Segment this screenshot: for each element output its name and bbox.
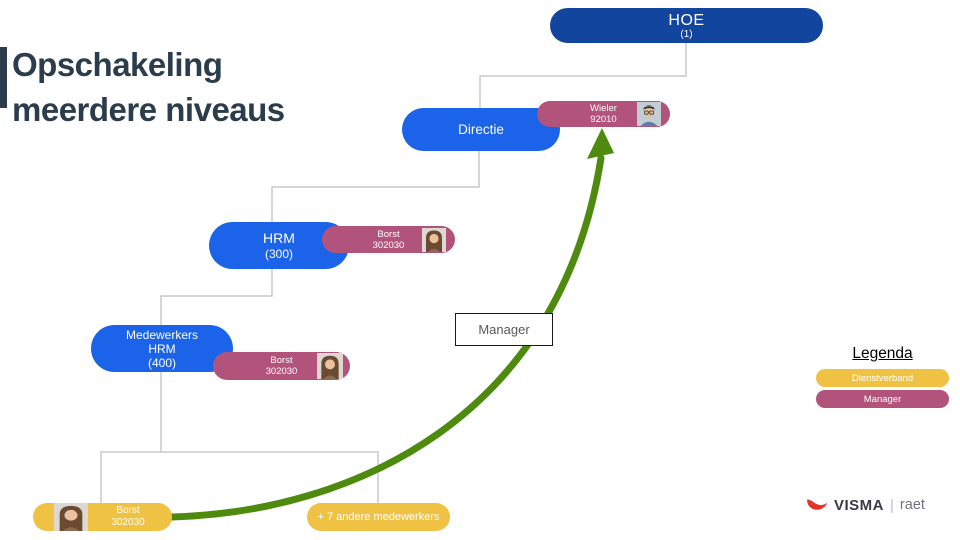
manager-badge-borst-hrm-number: 302030 — [372, 239, 405, 251]
connector-hoe-directie — [479, 43, 687, 108]
org-node-hoe[interactable]: HOE (1) — [550, 8, 823, 43]
page-title-line2: meerdere niveaus — [12, 91, 285, 128]
manager-badge-borst-hrm[interactable]: Borst 302030 — [322, 226, 455, 253]
page-title-line1: Opschakeling — [12, 46, 223, 83]
title-accent-bar — [0, 47, 7, 108]
org-node-directie-label: Directie — [458, 122, 504, 137]
borst-avatar — [54, 503, 88, 531]
escalation-arrow-curve — [168, 154, 605, 521]
org-node-hoe-count: (1) — [680, 28, 693, 40]
raet-wordmark: raet — [899, 497, 925, 513]
escalation-arrowhead-icon — [587, 128, 614, 159]
manager-badge-wieler-name: Wieler — [590, 103, 617, 114]
legend-title: Legenda — [852, 345, 913, 362]
legend-item-manager: Manager — [816, 390, 949, 408]
visma-swoosh-icon — [807, 499, 828, 510]
connector-directie-hrm — [271, 151, 480, 222]
manager-badge-wieler-number: 92010 — [590, 114, 617, 125]
legend-item-dienstverband-label: Dienstverband — [851, 372, 914, 384]
employee-pill-borst[interactable]: Borst 302030 — [33, 503, 172, 531]
employee-pill-borst-name: Borst — [116, 505, 140, 516]
borst-avatar — [422, 227, 446, 252]
visma-wordmark: VISMA — [834, 496, 885, 514]
visma-raet-logo: VISMA | raet — [806, 495, 925, 515]
borst-avatar — [317, 353, 343, 379]
arrow-label: Manager — [478, 322, 530, 337]
legend-item-manager-label: Manager — [863, 393, 902, 405]
org-node-hrm-label: HRM — [263, 230, 295, 246]
org-node-medewerkers-label1: Medewerkers — [125, 327, 199, 342]
org-node-medewerkers-label2: HRM — [148, 341, 176, 356]
logo-divider: | — [890, 496, 894, 514]
page-title: Opschakeling meerdere niveaus — [12, 42, 285, 132]
legend-item-dienstverband: Dienstverband — [816, 369, 949, 387]
org-node-hrm-count: (300) — [264, 247, 293, 261]
employee-pill-others-label: + 7 andere medewerkers — [317, 511, 440, 523]
employee-pill-others[interactable]: + 7 andere medewerkers — [307, 503, 450, 531]
arrow-label-box: Manager — [455, 313, 553, 346]
org-node-directie[interactable]: Directie — [402, 108, 560, 151]
org-node-medewerkers-count: (400) — [147, 355, 176, 370]
manager-badge-borst-medewerkers-number: 302030 — [265, 366, 298, 377]
wieler-avatar — [637, 102, 661, 126]
legend: Legenda Dienstverband Manager — [816, 345, 949, 411]
connector-employees — [100, 451, 379, 503]
org-node-medewerkers-hrm[interactable]: Medewerkers HRM (400) — [91, 325, 233, 372]
manager-badge-borst-medewerkers-name: Borst — [270, 355, 293, 366]
manager-badge-borst-medewerkers[interactable]: Borst 302030 — [213, 352, 350, 380]
org-node-hoe-label: HOE — [668, 11, 705, 29]
employee-pill-borst-number: 302030 — [111, 517, 145, 528]
connector-hrm-medewerkers — [160, 268, 273, 325]
manager-badge-wieler[interactable]: Wieler 92010 — [537, 101, 670, 127]
manager-badge-borst-hrm-name: Borst — [377, 228, 400, 240]
